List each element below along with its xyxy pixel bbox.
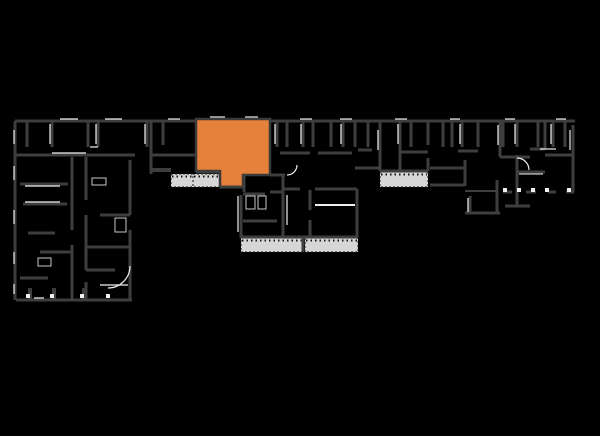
balcony-deck bbox=[240, 237, 304, 253]
fixture-outline bbox=[245, 195, 256, 210]
balcony-deck bbox=[304, 237, 359, 253]
balcony-deck bbox=[192, 173, 221, 188]
door-swing-arc bbox=[516, 157, 530, 171]
fixture-outline bbox=[257, 195, 267, 210]
fixture-outline bbox=[91, 177, 107, 186]
column-mark bbox=[531, 188, 535, 192]
column-mark bbox=[517, 188, 521, 192]
column-mark bbox=[503, 188, 507, 192]
fixture-outline bbox=[114, 217, 127, 233]
column-mark bbox=[106, 294, 110, 298]
column-mark bbox=[80, 294, 84, 298]
door-swing-arc bbox=[286, 164, 298, 176]
column-mark bbox=[50, 294, 54, 298]
door-swing-arc bbox=[107, 265, 131, 289]
column-mark bbox=[567, 188, 571, 192]
fixture-outline bbox=[37, 257, 52, 267]
column-mark bbox=[26, 294, 30, 298]
column-mark bbox=[545, 188, 549, 192]
